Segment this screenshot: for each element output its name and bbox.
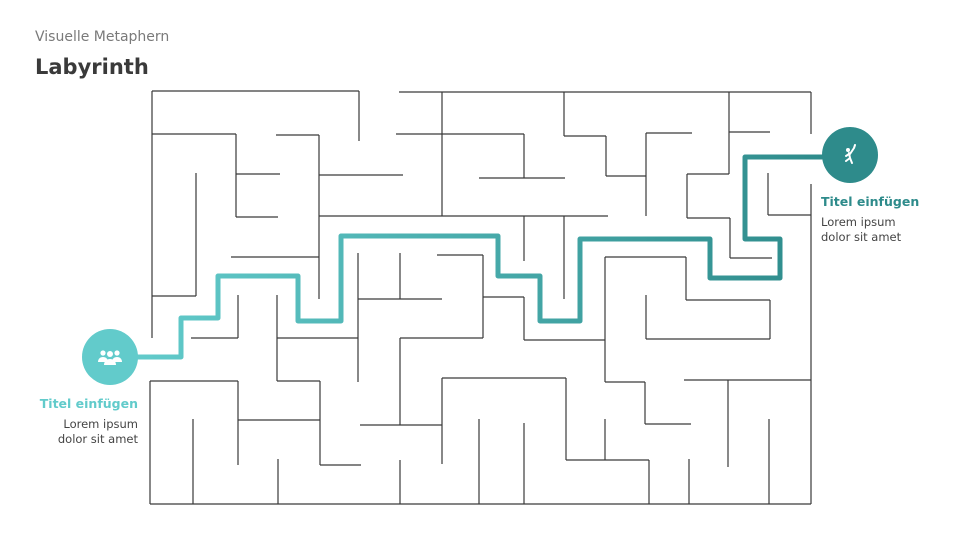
slide-title: Labyrinth	[35, 55, 149, 79]
maze-solution-path	[132, 154, 825, 360]
goal-description-line1: Lorem ipsum	[821, 215, 896, 229]
start-circle	[82, 329, 138, 385]
people-group-icon	[98, 350, 122, 365]
start-title: Titel einfügen	[39, 396, 138, 411]
goal-description-line2: dolor sit amet	[821, 230, 902, 244]
goal-title: Titel einfügen	[821, 194, 920, 209]
maze-walls	[149, 90, 812, 505]
start-description-line2: dolor sit amet	[57, 432, 138, 446]
goal-circle	[822, 127, 878, 183]
slide-subtitle: Visuelle Metaphern	[35, 29, 170, 45]
goal-description: Lorem ipsum dolor sit amet	[821, 215, 901, 245]
start-description: Lorem ipsum dolor sit amet	[58, 417, 138, 447]
start-description-line1: Lorem ipsum	[63, 417, 138, 431]
jumping-person-icon	[845, 144, 856, 164]
